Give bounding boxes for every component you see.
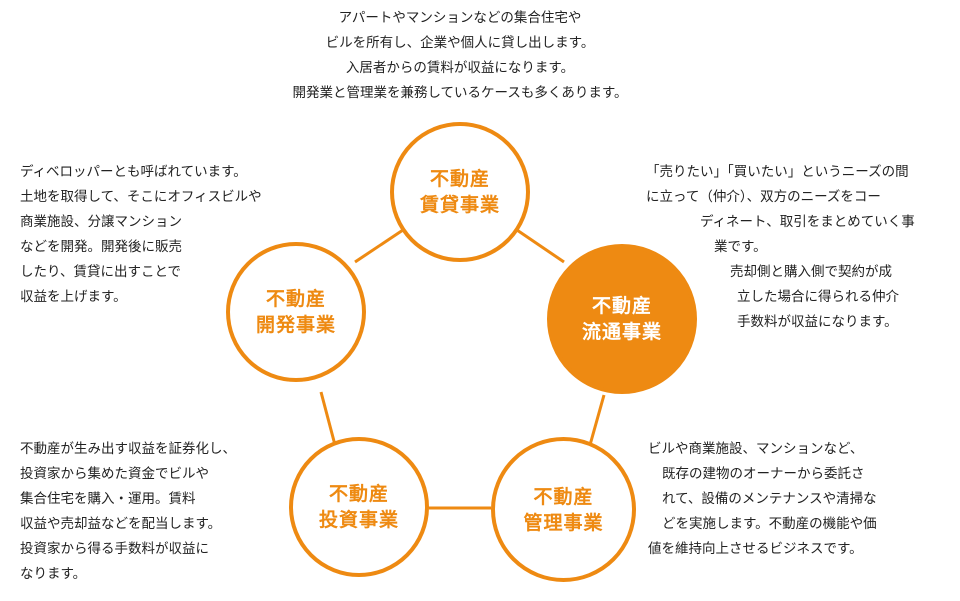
desc-kaihatsu-line: したり、賃貸に出すことで [20, 264, 182, 280]
desc-ryutsu-line: 売却側と購入側で契約が成 [730, 264, 892, 280]
desc-toshi-line: 投資家から集めた資金でビルや [20, 466, 209, 482]
desc-ryutsu-line: 手数料が収益になります。 [737, 314, 898, 330]
desc-ryutsu-line: 立した場合に得られる仲介 [737, 289, 899, 305]
node-kaihatsu-line1: 不動産 [265, 288, 326, 310]
desc-ryutsu-line: 「売りたい」「買いたい」というニーズの間 [646, 164, 909, 180]
desc-kanri-line: 値を維持向上させるビジネスです。 [648, 541, 863, 557]
desc-kaihatsu-line: 収益を上げます。 [20, 289, 127, 305]
node-chintai-line2: 賃貸事業 [419, 194, 500, 216]
desc-toshi-line: 集合住宅を購入・運用。賃料 [20, 491, 196, 507]
node-ryutsu: 不動産 流通事業 [547, 244, 697, 394]
node-kanri-line2: 管理事業 [523, 511, 604, 534]
node-kaihatsu-line2: 開発事業 [255, 314, 336, 336]
connector-chintai-ryutsu [513, 226, 565, 264]
node-kaihatsu: 不動産 開発事業 [226, 242, 366, 382]
connector-kaihatsu-chintai [354, 226, 407, 264]
node-ryutsu-line1: 不動産 [591, 295, 652, 317]
desc-kaihatsu-line: などを開発。開発後に販売 [20, 239, 182, 255]
node-toshi-line2: 投資事業 [318, 509, 399, 531]
desc-ryutsu-line: に立って（仲介）、双方のニーズをコー [646, 189, 881, 205]
desc-chintai: アパートやマンションなどの集合住宅や ビルを所有し、企業や個人に貸し出します。 … [240, 6, 680, 106]
desc-toshi-line: 収益や売却益などを配当します。 [20, 516, 222, 532]
desc-kanri-line: どを実施します。不動産の機能や価 [662, 516, 877, 532]
desc-chintai-line: 開発業と管理業を兼務しているケースも多くあります。 [292, 85, 628, 101]
node-kanri: 不動産 管理事業 [491, 437, 636, 582]
connector-toshi-kaihatsu [319, 391, 337, 446]
desc-kanri-line: ビルや商業施設、マンションなど、 [648, 441, 864, 457]
node-toshi-line1: 不動産 [328, 483, 389, 505]
node-ryutsu-line2: 流通事業 [581, 321, 662, 343]
desc-kanri-line: れて、設備のメンテナンスや清掃な [662, 491, 877, 507]
desc-ryutsu: 「売りたい」「買いたい」というニーズの間 に立って（仲介）、双方のニーズをコー … [642, 160, 915, 335]
connector-ryutsu-kanri [588, 394, 606, 446]
desc-ryutsu-line: ディネート、取引をまとめていく事 [700, 214, 915, 230]
node-chintai: 不動産 賃貸事業 [390, 122, 530, 262]
desc-toshi: 不動産が生み出す収益を証券化し、 投資家から集めた資金でビルや 集合住宅を購入・… [20, 437, 236, 587]
desc-chintai-line: 入居者からの賃料が収益になります。 [345, 60, 575, 76]
desc-kaihatsu-line: ディベロッパーとも呼ばれています。 [20, 164, 247, 180]
desc-kanri: ビルや商業施設、マンションなど、 既存の建物のオーナーから委託さ れて、設備のメ… [648, 437, 877, 562]
desc-ryutsu-line: 業です。 [714, 239, 767, 255]
node-kanri-line1: 不動産 [533, 485, 594, 508]
desc-chintai-line: アパートやマンションなどの集合住宅や [338, 10, 582, 26]
desc-kanri-line: 既存の建物のオーナーから委託さ [662, 466, 865, 482]
node-toshi: 不動産 投資事業 [289, 437, 429, 577]
desc-kaihatsu-line: 商業施設、分譲マンション [20, 214, 182, 230]
desc-toshi-line: 不動産が生み出す収益を証券化し、 [20, 441, 236, 457]
desc-toshi-line: 投資家から得る手数料が収益に [20, 541, 209, 557]
node-chintai-line1: 不動産 [429, 168, 490, 190]
desc-kaihatsu: ディベロッパーとも呼ばれています。 土地を取得して、そこにオフィスビルや 商業施… [20, 160, 262, 310]
desc-chintai-line: ビルを所有し、企業や個人に貸し出します。 [325, 35, 595, 51]
desc-toshi-line: なります。 [20, 566, 87, 582]
desc-kaihatsu-line: 土地を取得して、そこにオフィスビルや [20, 189, 262, 205]
